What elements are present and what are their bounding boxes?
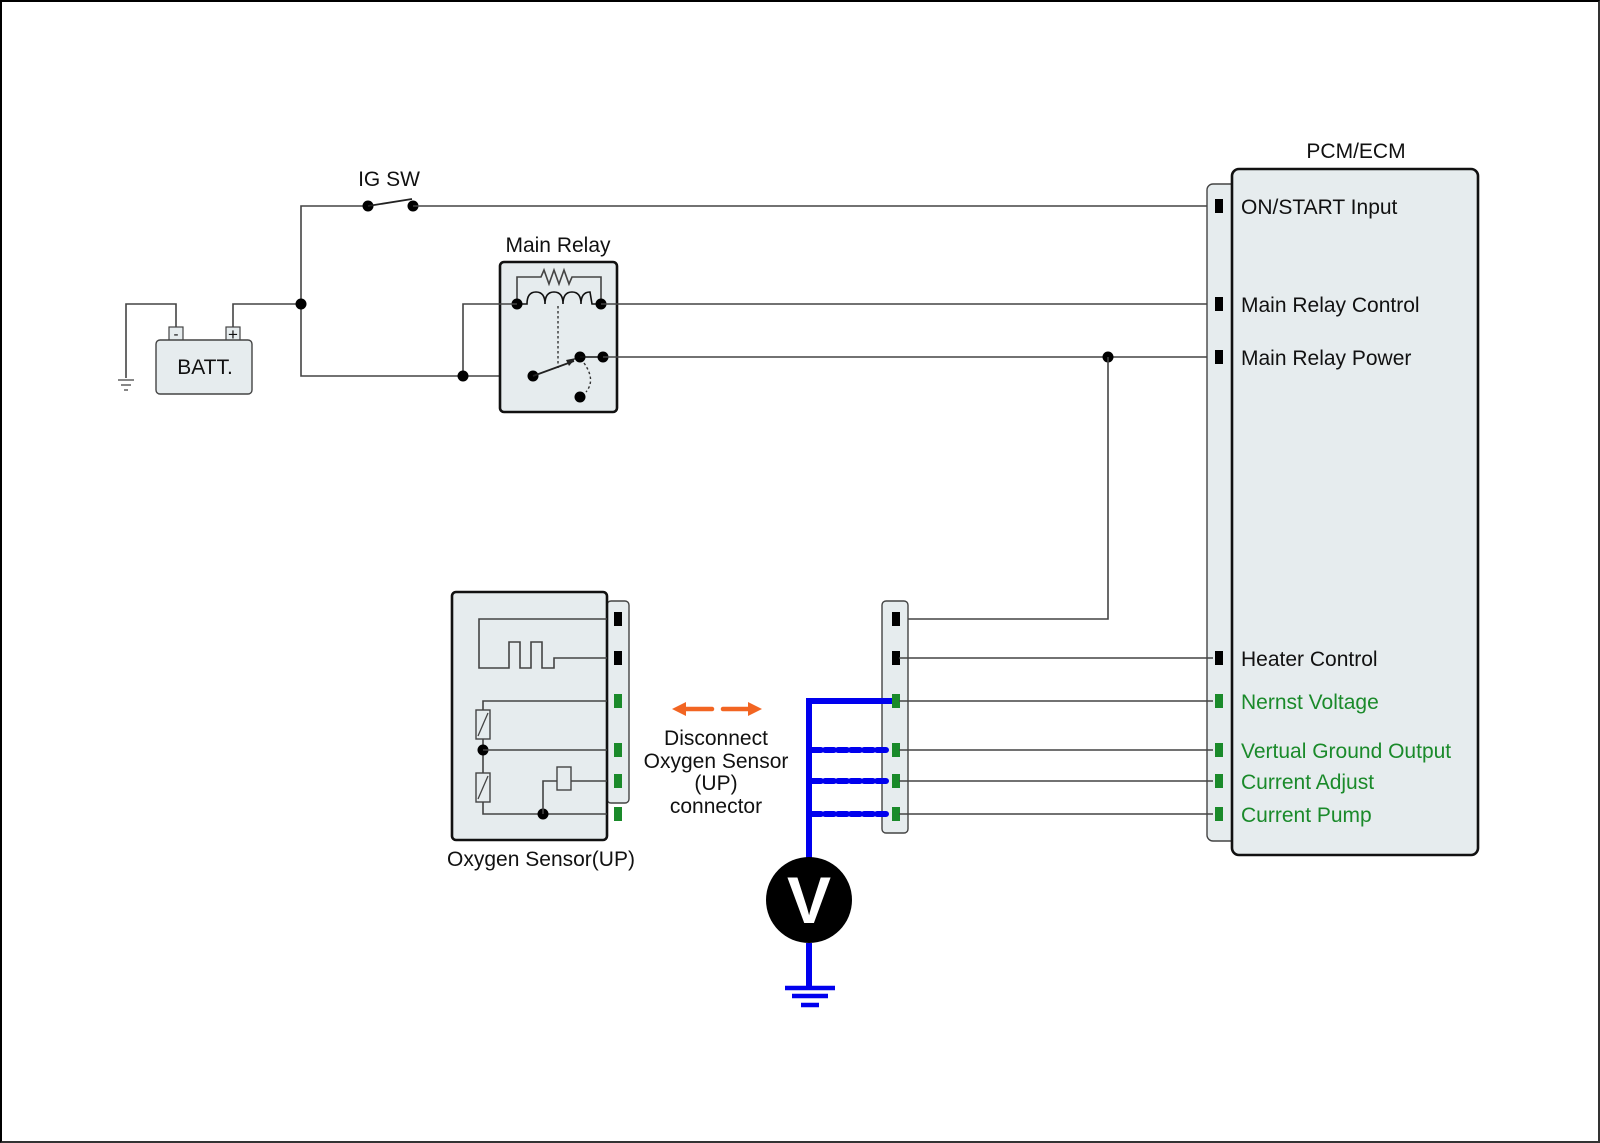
junction-dot [457, 370, 469, 382]
ground-icon [785, 985, 835, 1008]
harness-pin [892, 694, 900, 708]
sensor-wire [542, 780, 557, 814]
cell-slash [477, 775, 489, 800]
harness-pin [892, 774, 900, 788]
battery: - + BATT. [118, 303, 301, 395]
voltmeter-symbol: V [787, 863, 831, 937]
ecm-pin-main-relay-control [1215, 297, 1223, 311]
ecm-pin-label: Main Relay Control [1241, 294, 1420, 317]
instruction-line: (UP) [694, 772, 737, 795]
ecm-title: PCM/ECM [1306, 140, 1405, 163]
ecm-pin-label: Nernst Voltage [1241, 691, 1379, 714]
relay-nc-contact [574, 391, 586, 403]
junction-dot [295, 298, 307, 310]
ignition-switch: IG SW [358, 168, 420, 212]
ecm-pin-label: ON/START Input [1241, 196, 1398, 219]
battery-body [155, 339, 253, 395]
sensor-pin [614, 694, 622, 708]
ground-icon [118, 379, 134, 391]
ecm-pin-nernst-voltage [1215, 694, 1223, 708]
ecm-pin-label: Vertual Ground Output [1241, 740, 1451, 763]
instruction-line: Disconnect [664, 727, 768, 750]
trim-resistor-icon [556, 766, 572, 791]
battery-label: BATT. [177, 356, 233, 379]
battery-ground-wire [125, 303, 177, 378]
ecm-pin-label: Main Relay Power [1241, 347, 1411, 370]
instruction-line: connector [670, 795, 762, 818]
sensor-pin [614, 743, 622, 757]
main-relay-label: Main Relay [505, 234, 611, 257]
sensor-pin [614, 651, 622, 665]
negative-terminal-label: - [174, 326, 179, 343]
ecm-pin-heater-control [1215, 651, 1223, 665]
oxygen-sensor: Oxygen Sensor(UP) [447, 590, 635, 871]
relay-switch-blade [532, 360, 575, 377]
disconnect-arrow-icon [672, 702, 762, 716]
cell-slash [477, 712, 489, 737]
relay-alt-path [583, 362, 592, 393]
sensor-wire [482, 802, 607, 815]
ecm-pin-virtual-ground [1215, 743, 1223, 757]
sensor-wire [482, 700, 607, 710]
ecm-pin-on-start [1215, 199, 1223, 213]
bus-to-relay-switch [300, 304, 533, 377]
harness-pin [892, 743, 900, 757]
sensor-pin [614, 807, 622, 821]
ecm-pin-current-adjust [1215, 774, 1223, 788]
harness-pin [892, 807, 900, 821]
wire-heater-power [899, 357, 1109, 620]
instruction-line: Oxygen Sensor [644, 750, 789, 773]
sensor-pin [614, 612, 622, 626]
probe-lead [806, 698, 892, 860]
resistor-icon [516, 267, 602, 304]
ig-sw-blade [367, 198, 413, 207]
voltmeter-icon [766, 857, 852, 943]
relay-arrow-icon [566, 358, 576, 366]
main-relay: Main Relay [498, 234, 619, 414]
ecm-pin-label: Heater Control [1241, 648, 1378, 671]
harness-pin [892, 651, 900, 665]
ig-sw-label: IG SW [358, 168, 420, 191]
relay-coil-feed-wire [462, 303, 517, 376]
positive-terminal-label: + [228, 325, 238, 344]
oxygen-sensor-label: Oxygen Sensor(UP) [447, 848, 635, 871]
ecm-pin-current-pump [1215, 807, 1223, 821]
coil-icon [517, 291, 601, 305]
oxygen-sensor-body [450, 590, 609, 842]
battery-positive-wire [232, 303, 301, 327]
sensor-pin [614, 774, 622, 788]
harness-connector-body [881, 600, 909, 834]
voltmeter-probe: V [766, 698, 893, 1008]
bus-to-ig-sw [300, 205, 368, 304]
pcm-ecm: PCM/ECM ON/START Input Main Relay Contro… [1206, 140, 1480, 857]
heater-element-icon [478, 618, 607, 669]
harness-connector [881, 600, 909, 834]
ecm-pin-label: Current Pump [1241, 804, 1372, 827]
ecm-pin-label: Current Adjust [1241, 771, 1374, 794]
ecm-body [1230, 167, 1480, 857]
harness-pin [892, 612, 900, 626]
ecm-pin-main-relay-power [1215, 350, 1223, 364]
